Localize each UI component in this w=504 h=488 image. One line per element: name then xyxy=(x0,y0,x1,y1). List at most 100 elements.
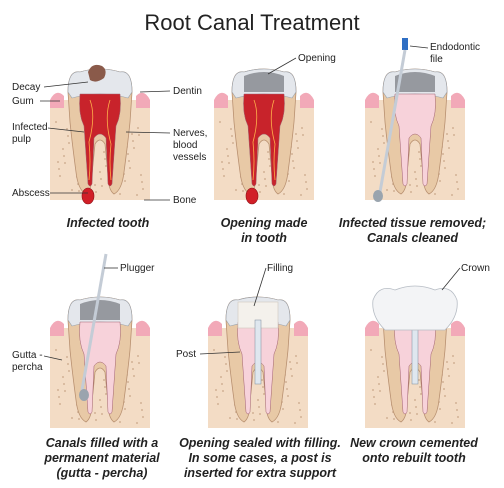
bone-dot xyxy=(141,409,143,411)
bone-dot xyxy=(222,390,224,392)
caption-step-4: Canals filled with a permanent material … xyxy=(18,436,186,481)
bone-dot xyxy=(229,417,231,419)
caption-line: (gutta - percha) xyxy=(56,466,148,480)
bone-dot xyxy=(71,417,73,419)
bone-dot xyxy=(68,142,70,144)
bone-dot xyxy=(231,135,233,137)
label-line: blood xyxy=(173,140,198,151)
bone-dot xyxy=(137,355,139,357)
bone-dot xyxy=(455,174,457,176)
bone-dot xyxy=(415,178,417,180)
bone-dot xyxy=(439,180,441,182)
caption-step-2: Opening made in tooth xyxy=(180,216,348,246)
tooth-panel xyxy=(214,68,314,205)
bone-dot xyxy=(227,155,229,157)
bone-dot xyxy=(288,180,290,182)
label-bone: Bone xyxy=(173,195,197,206)
bone-dot xyxy=(223,175,225,177)
caption-step-1: Infected tooth xyxy=(24,216,192,231)
bone-dot xyxy=(95,191,97,193)
bone-dot xyxy=(293,167,295,169)
bone-dot xyxy=(225,363,227,365)
bone-dot xyxy=(140,402,142,404)
gutta-percha-tip xyxy=(79,389,89,401)
bone-dot xyxy=(296,362,298,364)
bone-dot xyxy=(138,134,140,136)
bone-dot xyxy=(439,408,441,410)
label-filling: Filling xyxy=(267,263,294,274)
bone-dot xyxy=(416,185,418,187)
label-gutta-percha: Gutta - percha xyxy=(12,350,43,374)
bone-dot xyxy=(289,361,291,363)
bone-dot xyxy=(215,389,217,391)
caption-line: inserted for extra support xyxy=(183,466,337,480)
bone-dot xyxy=(78,190,80,192)
bone-dot xyxy=(285,381,287,383)
bone-dot xyxy=(124,408,126,410)
bone-dot xyxy=(269,165,271,167)
bone-dot xyxy=(265,185,267,187)
bone-dot xyxy=(418,379,420,381)
bone-dot xyxy=(381,128,383,130)
bone-dot xyxy=(268,158,270,160)
bone-dot xyxy=(99,399,101,401)
bone-dot xyxy=(383,370,385,372)
bone-dot xyxy=(377,148,379,150)
bone-dot xyxy=(415,406,417,408)
bone-dot xyxy=(226,370,228,372)
bone-dot xyxy=(294,422,296,424)
gum xyxy=(300,92,314,108)
bone-dot xyxy=(142,188,144,190)
caption-line: Infected tooth xyxy=(66,216,150,230)
bone-dot xyxy=(217,403,219,405)
nerve xyxy=(270,99,276,181)
gum xyxy=(136,92,150,108)
tooth-panel xyxy=(50,296,150,428)
bone-dot xyxy=(103,151,105,153)
bone-dot xyxy=(299,409,301,411)
bone-dot xyxy=(232,142,234,144)
label-line: Gutta - xyxy=(12,350,43,361)
bone-dot xyxy=(55,121,57,123)
bone-dot xyxy=(68,370,70,372)
bone-dot xyxy=(410,191,412,193)
leader-endodontic-file xyxy=(409,45,429,49)
bone-dot xyxy=(66,128,68,130)
bone-dot xyxy=(419,158,421,160)
bone-dot xyxy=(66,356,68,358)
bone-dot xyxy=(264,178,266,180)
bone-dot xyxy=(63,383,65,385)
opening xyxy=(244,72,284,92)
bone-dot xyxy=(292,160,294,162)
caption-line: onto rebuilt tooth xyxy=(362,451,466,465)
label-nerves-blood-vessels: Nerves, blood vessels xyxy=(173,128,207,164)
label-line: pulp xyxy=(12,134,31,145)
caption-step-3: Infected tissue removed; Canals cleaned xyxy=(325,216,500,246)
bone-dot xyxy=(62,148,64,150)
bone-dot xyxy=(137,127,139,129)
bone-dot xyxy=(59,175,61,177)
bone-dot xyxy=(379,162,381,164)
tooth-panel xyxy=(208,296,308,428)
label-infected-pulp: Infected pulp xyxy=(12,122,48,146)
bone-dot xyxy=(133,147,135,149)
bone-dot xyxy=(127,381,129,383)
bone-dot xyxy=(409,412,411,414)
bone-dot xyxy=(63,155,65,157)
bone-dot xyxy=(119,421,121,423)
bone-dot xyxy=(287,395,289,397)
bone-dot xyxy=(263,171,265,173)
pulp xyxy=(394,93,436,187)
bone-dot xyxy=(257,399,259,401)
bone-dot xyxy=(221,161,223,163)
bone-dot xyxy=(305,181,307,183)
nerve xyxy=(252,99,258,181)
page-title: Root Canal Treatment xyxy=(144,10,360,35)
bone-dot xyxy=(141,181,143,183)
label-plugger: Plugger xyxy=(120,263,155,274)
bone-dot xyxy=(374,175,376,177)
bone-dot xyxy=(128,160,130,162)
bone-dot xyxy=(58,396,60,398)
bone-dot xyxy=(446,361,448,363)
bone-dot xyxy=(133,375,135,377)
